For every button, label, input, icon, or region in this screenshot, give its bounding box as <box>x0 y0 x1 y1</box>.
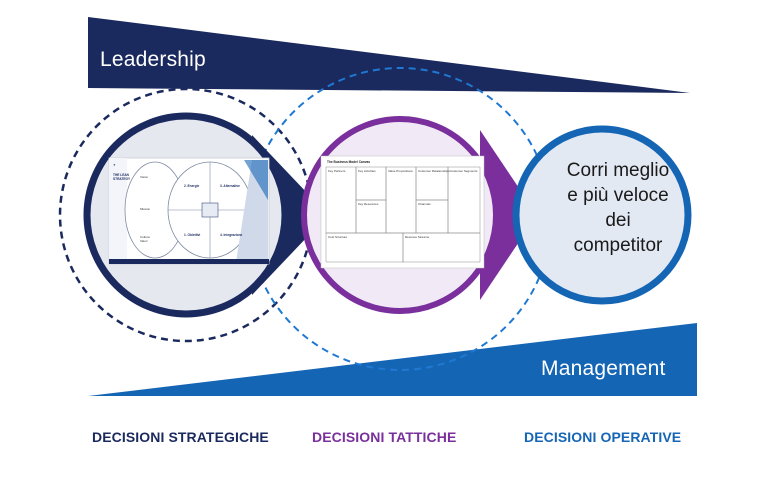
strategy-logo-mark: ✦ <box>113 163 116 167</box>
svg-text:The Business Model Canvas: The Business Model Canvas <box>327 160 370 164</box>
svg-text:Key Partners: Key Partners <box>328 169 346 173</box>
svg-text:Customer Relationships: Customer Relationships <box>418 169 450 173</box>
svg-text:1. Obiettivi: 1. Obiettivi <box>184 233 200 237</box>
svg-text:Vision: Vision <box>140 175 148 179</box>
business-model-canvas-thumbnail: The Business Model Canvas Key Partners K… <box>320 155 485 269</box>
svg-text:Key Activities: Key Activities <box>358 169 376 173</box>
svg-text:Cost Structure: Cost Structure <box>328 235 348 239</box>
category-tactical: DECISIONI TATTICHE <box>312 429 457 445</box>
management-label: Management <box>541 357 666 380</box>
svg-text:Valori: Valori <box>140 239 148 243</box>
goal-line: Corri meglio <box>566 160 670 181</box>
svg-text:STRATEGY: STRATEGY <box>113 177 131 181</box>
leadership-band <box>88 17 690 93</box>
svg-text:Mission: Mission <box>140 207 151 211</box>
leadership-label: Leadership <box>100 48 206 71</box>
strategy-map-thumbnail: ✦ THE LEAN STRATEGY Vision Mission Cultu… <box>108 157 270 265</box>
svg-text:Revenue Streams: Revenue Streams <box>405 235 430 239</box>
goal-line: dei <box>605 210 631 231</box>
category-operative: DECISIONI OPERATIVE <box>524 429 682 445</box>
svg-text:3. Alternative: 3. Alternative <box>220 184 240 188</box>
svg-text:Cultura: Cultura <box>140 235 150 239</box>
svg-text:THE LEAN: THE LEAN <box>113 173 130 177</box>
svg-text:Value Propositions: Value Propositions <box>388 169 413 173</box>
svg-text:4. Integrazione: 4. Integrazione <box>220 233 243 237</box>
operative-goal-text: Corri meglio e più veloce dei competitor <box>540 158 696 258</box>
management-band <box>88 323 697 396</box>
tactical-arrow <box>480 130 537 300</box>
operative-circle <box>512 125 692 305</box>
category-strategic: DECISIONI STRATEGICHE <box>92 429 269 445</box>
svg-text:2. Energie: 2. Energie <box>184 184 199 188</box>
svg-text:Channels: Channels <box>418 202 431 206</box>
svg-text:Customer Segments: Customer Segments <box>450 169 478 173</box>
goal-line: e più veloce <box>567 185 669 206</box>
goal-line: competitor <box>573 235 663 256</box>
svg-text:Key Resources: Key Resources <box>358 202 379 206</box>
